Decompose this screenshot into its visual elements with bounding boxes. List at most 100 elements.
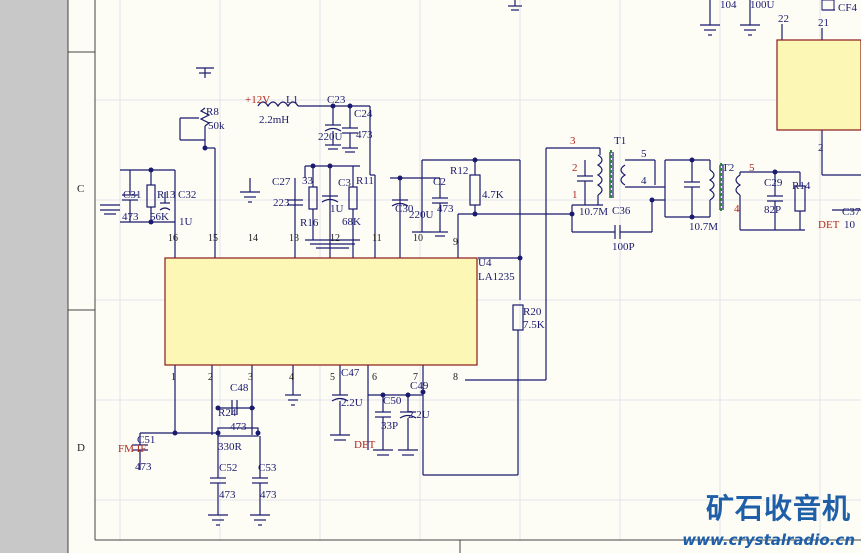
pin-4: 4	[289, 372, 294, 383]
label-c53-value: 473	[260, 489, 277, 501]
watermark-logo: 矿石收音机	[705, 492, 851, 525]
transformer-cores	[610, 150, 722, 212]
pin-2: 2	[208, 372, 213, 383]
label-r16: R16	[300, 217, 319, 229]
label-c50: C50	[383, 395, 402, 407]
label-l1: L1	[286, 94, 299, 106]
label-c49: C49	[410, 380, 429, 392]
label-pin21: 21	[818, 17, 829, 29]
ic-right-body	[776, 39, 861, 131]
label-c31: C31	[123, 189, 142, 201]
label-fm-if: FM IF	[118, 443, 147, 455]
label-c29: C29	[764, 177, 783, 189]
label-r14: R14	[792, 180, 811, 192]
t1-pin4: 4	[641, 175, 647, 187]
pin-7: 7	[413, 372, 418, 383]
label-c52-value: 473	[219, 489, 236, 501]
cf4-symbol	[821, 0, 835, 11]
label-r12: R12	[450, 165, 469, 177]
watermark-url: www.crystalradio.cn	[682, 531, 855, 549]
label-c27-value: 223	[273, 197, 290, 209]
t1-pin1: 1	[572, 189, 578, 201]
label-c52: C52	[219, 462, 238, 474]
label-r11: R11	[356, 175, 374, 187]
label-330r: 330R	[218, 441, 242, 453]
label-r20-value: 7.5K	[523, 319, 545, 331]
label-c30: C30	[395, 203, 414, 215]
label-c23-value: 220U	[318, 131, 343, 143]
label-c36-value: 100P	[612, 241, 635, 253]
label-c47: C47	[341, 367, 360, 379]
zone-label-d: D	[77, 442, 85, 454]
label-c47-value: 2.2U	[341, 397, 363, 409]
label-r24: R24	[218, 407, 237, 419]
t2-pin4: 4	[734, 203, 740, 215]
pin-13: 13	[289, 233, 299, 244]
label-33: 33	[302, 175, 313, 187]
label-c2: C2	[433, 176, 446, 188]
label-det: DET	[354, 439, 376, 451]
label-c3: C3	[338, 177, 351, 189]
pin-8: 8	[453, 372, 458, 383]
label-r13-value: 56K	[150, 211, 169, 223]
t1-pin3: 3	[570, 135, 576, 147]
pin-16: 16	[168, 233, 178, 244]
pin-6: 6	[372, 372, 377, 383]
label-c37: C37	[842, 206, 861, 218]
label-r24-value: 473	[230, 421, 247, 433]
label-r12-value: 4.7K	[482, 189, 504, 201]
pin-5: 5	[330, 372, 335, 383]
label-c29-value: 82P	[764, 204, 782, 216]
label-c31-value: 473	[122, 211, 139, 223]
label-c30-value: 220U	[409, 209, 434, 221]
label-c50-value: 33P	[381, 420, 399, 432]
ic-part: LA1235	[478, 271, 515, 283]
label-c49-value: 2.2U	[408, 409, 430, 421]
label-r20: R20	[523, 306, 542, 318]
label-vcc: +12V	[245, 94, 271, 106]
ic-ref: U4	[478, 257, 492, 269]
label-t2: T2	[722, 162, 735, 174]
label-c53: C53	[258, 462, 277, 474]
label-pin2: 2	[818, 142, 824, 154]
label-c37-value: 10	[844, 219, 855, 231]
junctions	[148, 103, 778, 436]
pin-9: 9	[453, 237, 458, 248]
label-100u: 100U	[750, 0, 775, 11]
label-c32-value: 1U	[179, 216, 193, 228]
label-c51-value: 473	[135, 461, 152, 473]
label-c23: C23	[327, 94, 346, 106]
label-c32: C32	[178, 189, 197, 201]
wires	[100, 0, 861, 526]
t1-pin2: 2	[572, 162, 578, 174]
zone-label-c: C	[77, 183, 85, 195]
t2-pin5: 5	[749, 162, 755, 174]
label-c24: C24	[354, 108, 373, 120]
pin-15: 15	[208, 233, 218, 244]
label-pin22: 22	[778, 13, 789, 25]
label-t2-value: 10.7M	[689, 221, 719, 233]
label-c51: C51	[137, 434, 156, 446]
label-c2-value: 473	[437, 203, 454, 215]
pin-14: 14	[248, 233, 258, 244]
label-104: 104	[720, 0, 737, 11]
label-cf4: CF4	[838, 2, 857, 14]
label-l1-value: 2.2mH	[259, 114, 290, 126]
label-r8: R8	[206, 106, 219, 118]
pin-1: 1	[171, 372, 176, 383]
label-det-right: DET	[818, 219, 840, 231]
label-c24-value: 473	[356, 129, 373, 141]
label-c36: C36	[612, 205, 631, 217]
pin-11: 11	[372, 233, 382, 244]
label-c48: C48	[230, 382, 249, 394]
label-t1-value: 10.7M	[579, 206, 609, 218]
label-1u: 1U	[330, 203, 344, 215]
label-c27: C27	[272, 176, 291, 188]
label-68k: 68K	[342, 216, 361, 228]
ic-u4-body	[164, 257, 478, 366]
pin-10: 10	[413, 233, 423, 244]
pin-3: 3	[248, 372, 253, 383]
sheet-frame	[67, 0, 861, 553]
label-t1: T1	[614, 135, 627, 147]
